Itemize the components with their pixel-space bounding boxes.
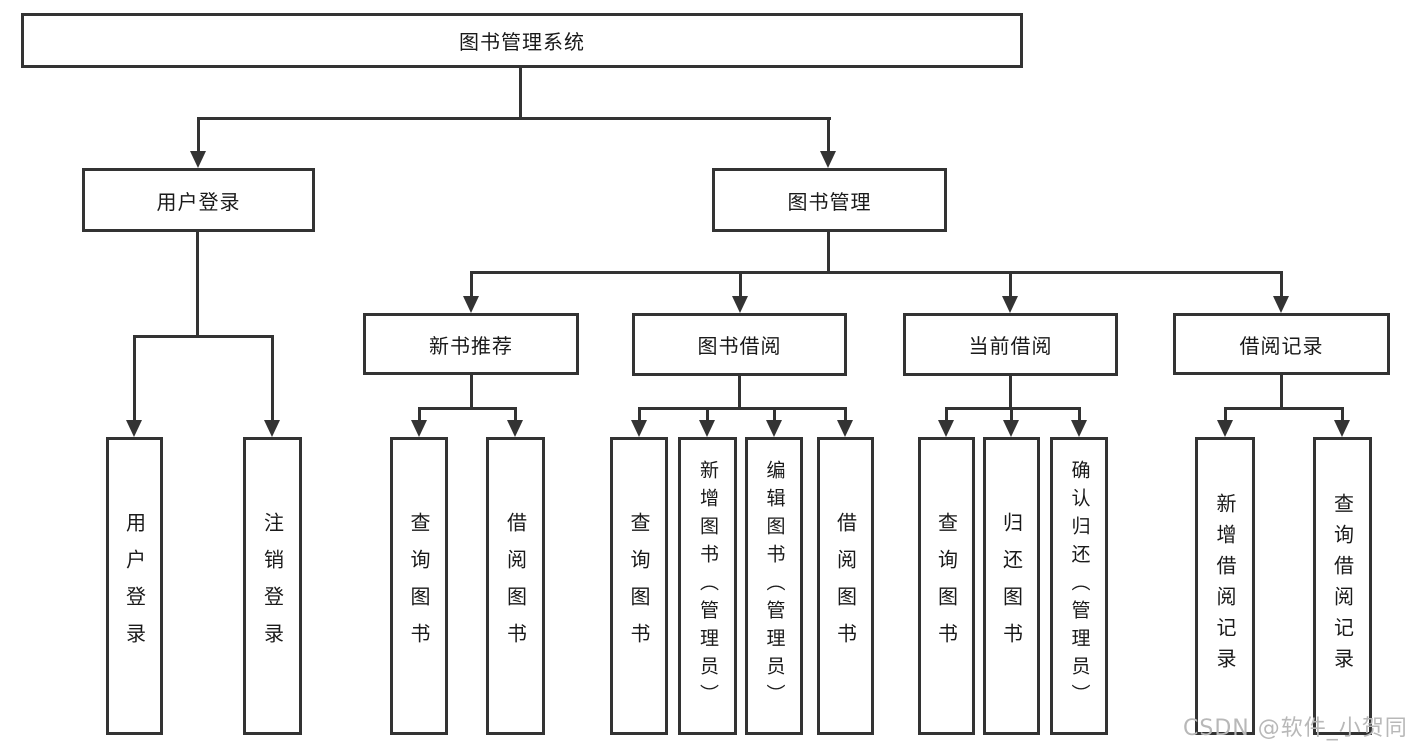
connector-line bbox=[1224, 407, 1227, 423]
node-book-management: 图书管理 bbox=[712, 168, 947, 232]
node-book-borrow: 图书借阅 bbox=[632, 313, 847, 376]
connector-line bbox=[1224, 407, 1344, 410]
leaf-query-books-2: 查询图书 bbox=[610, 437, 668, 735]
connector-line bbox=[514, 407, 517, 423]
leaf-label: 查询图书 bbox=[934, 512, 959, 660]
arrowhead-icon bbox=[1003, 420, 1019, 437]
leaf-query-books-1: 查询图书 bbox=[390, 437, 448, 735]
arrowhead-icon bbox=[1273, 296, 1289, 313]
arrowhead-icon bbox=[837, 420, 853, 437]
connector-line bbox=[470, 271, 473, 298]
connector-line bbox=[1009, 376, 1012, 410]
connector-line bbox=[470, 271, 1283, 274]
leaf-confirm-return-admin: 确认归还（管理员） bbox=[1050, 437, 1108, 735]
node-label: 图书管理系统 bbox=[459, 30, 585, 54]
node-label: 图书管理 bbox=[787, 189, 872, 214]
connector-line bbox=[945, 407, 948, 423]
csdn-watermark: CSDN @软件_小贺同学 bbox=[1183, 716, 1405, 741]
arrowhead-icon bbox=[820, 151, 836, 168]
leaf-label: 新增借阅记录 bbox=[1213, 493, 1237, 679]
connector-line bbox=[197, 117, 831, 120]
connector-line bbox=[1280, 375, 1283, 410]
node-label: 新书推荐 bbox=[429, 333, 513, 358]
connector-line bbox=[1010, 407, 1013, 423]
leaf-label: 确认归还（管理员） bbox=[1068, 460, 1091, 712]
leaf-label: 查询图书 bbox=[627, 512, 651, 660]
leaf-edit-books-admin: 编辑图书（管理员） bbox=[745, 437, 803, 735]
connector-line bbox=[1280, 271, 1283, 298]
leaf-label: 新增图书（管理员） bbox=[697, 460, 719, 712]
connector-line bbox=[133, 335, 136, 422]
arrowhead-icon bbox=[938, 420, 954, 437]
connector-line bbox=[197, 117, 200, 153]
node-current-borrow: 当前借阅 bbox=[903, 313, 1118, 376]
arrowhead-icon bbox=[1217, 420, 1233, 437]
connector-line bbox=[1078, 407, 1081, 423]
connector-line bbox=[196, 232, 199, 338]
leaf-label: 用户登录 bbox=[122, 512, 147, 660]
connector-line bbox=[827, 117, 830, 153]
leaf-borrow-books-2: 借阅图书 bbox=[817, 437, 874, 735]
connector-line bbox=[418, 407, 517, 410]
leaf-label: 归还图书 bbox=[999, 512, 1024, 660]
leaf-logout: 注销登录 bbox=[243, 437, 302, 735]
leaf-user-login: 用户登录 bbox=[106, 437, 163, 735]
arrowhead-icon bbox=[1334, 420, 1350, 437]
connector-line bbox=[418, 407, 421, 423]
connector-line bbox=[738, 376, 741, 410]
leaf-label: 借阅图书 bbox=[833, 512, 858, 660]
node-root-library-system: 图书管理系统 bbox=[21, 13, 1023, 68]
leaf-label: 注销登录 bbox=[260, 512, 285, 660]
connector-line bbox=[470, 375, 473, 410]
arrowhead-icon bbox=[631, 420, 647, 437]
leaf-borrow-books-1: 借阅图书 bbox=[486, 437, 545, 735]
connector-line bbox=[844, 407, 847, 423]
arrowhead-icon bbox=[1002, 296, 1018, 313]
arrowhead-icon bbox=[411, 420, 427, 437]
leaf-query-books-3: 查询图书 bbox=[918, 437, 975, 735]
leaf-label: 查询借阅记录 bbox=[1330, 493, 1355, 679]
arrowhead-icon bbox=[126, 420, 142, 437]
arrowhead-icon bbox=[732, 296, 748, 313]
connector-line bbox=[638, 407, 847, 410]
arrowhead-icon bbox=[507, 420, 523, 437]
connector-line bbox=[133, 335, 274, 338]
leaf-label: 借阅图书 bbox=[503, 512, 528, 660]
connector-line bbox=[706, 407, 709, 423]
leaf-add-books-admin: 新增图书（管理员） bbox=[678, 437, 737, 735]
arrowhead-icon bbox=[766, 420, 782, 437]
connector-line bbox=[739, 271, 742, 298]
connector-line bbox=[1341, 407, 1344, 423]
node-user-login: 用户登录 bbox=[82, 168, 315, 232]
connector-line bbox=[638, 407, 641, 423]
arrowhead-icon bbox=[699, 420, 715, 437]
arrowhead-icon bbox=[264, 420, 280, 437]
node-label: 当前借阅 bbox=[968, 334, 1053, 358]
node-label: 用户登录 bbox=[156, 189, 241, 214]
leaf-label: 查询图书 bbox=[407, 512, 431, 660]
leaf-add-borrow-record: 新增借阅记录 bbox=[1195, 437, 1255, 735]
arrowhead-icon bbox=[190, 151, 206, 168]
connector-line bbox=[271, 335, 274, 422]
connector-line bbox=[519, 68, 522, 120]
connector-line bbox=[773, 407, 776, 423]
arrowhead-icon bbox=[1071, 420, 1087, 437]
node-label: 图书借阅 bbox=[697, 334, 782, 358]
leaf-return-books: 归还图书 bbox=[983, 437, 1040, 735]
leaf-query-borrow-record: 查询借阅记录 bbox=[1313, 437, 1372, 735]
node-label: 借阅记录 bbox=[1239, 333, 1324, 358]
connector-line bbox=[1009, 271, 1012, 298]
arrowhead-icon bbox=[463, 296, 479, 313]
connector-line bbox=[827, 232, 830, 274]
node-borrow-records: 借阅记录 bbox=[1173, 313, 1390, 375]
leaf-label: 编辑图书（管理员） bbox=[763, 460, 786, 712]
node-new-book-recommend: 新书推荐 bbox=[363, 313, 579, 375]
